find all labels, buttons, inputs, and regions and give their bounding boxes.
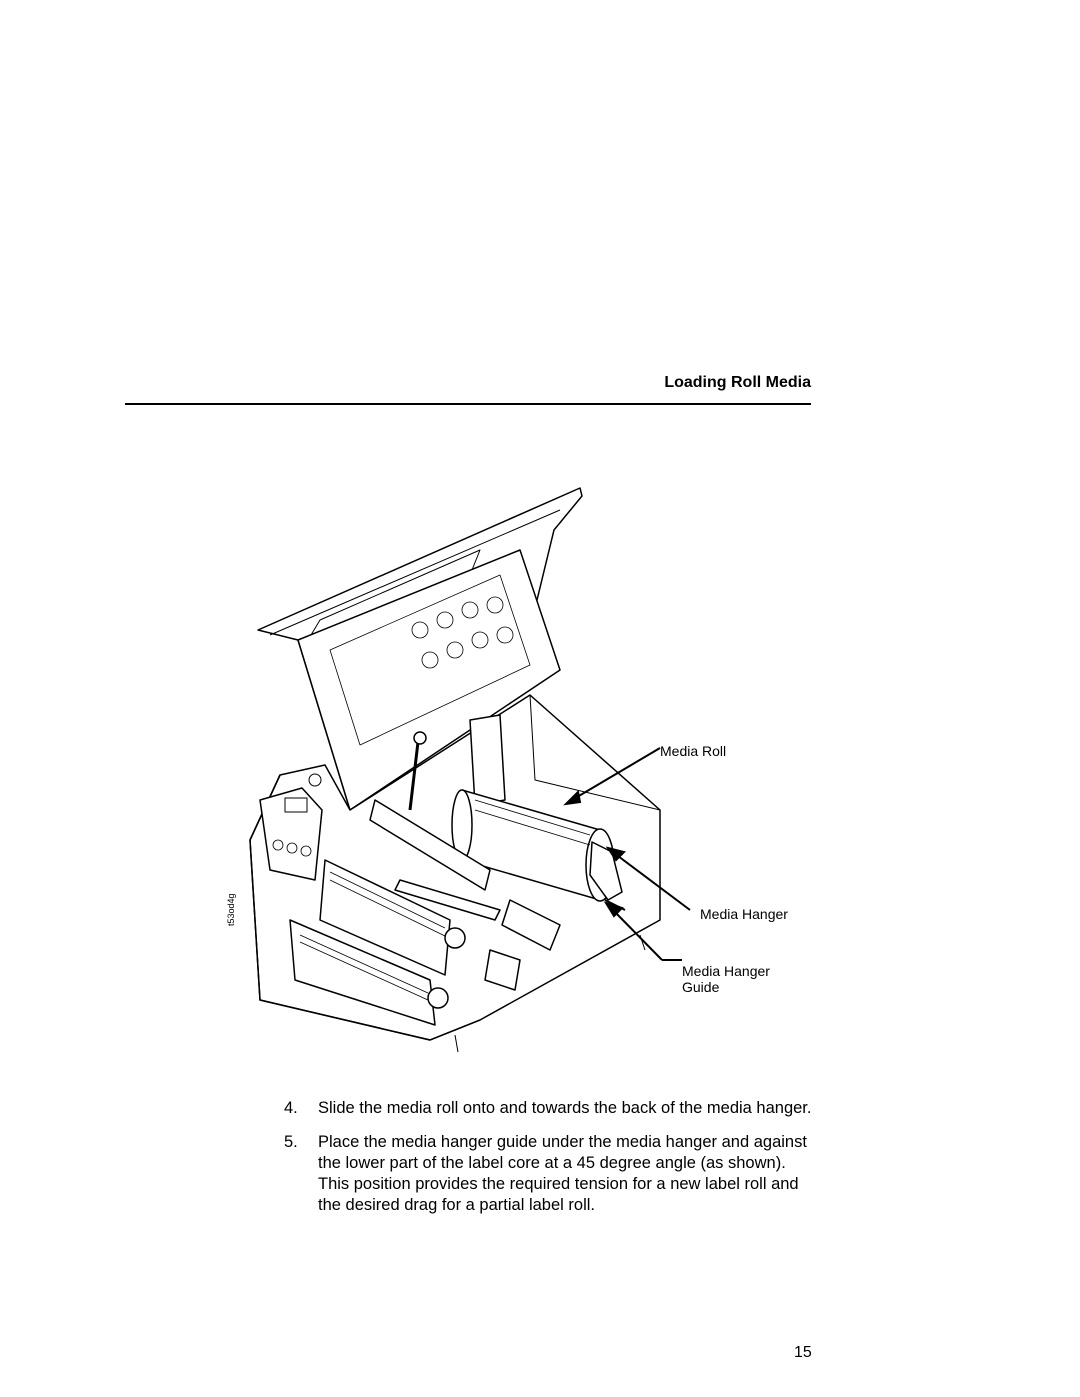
section-title: Loading Roll Media [664, 374, 811, 391]
instruction-steps: 4. Slide the media roll onto and towards… [284, 1098, 814, 1229]
callout-media-hanger-guide: Media Hanger Guide [682, 963, 770, 995]
printer-illustration [230, 480, 830, 1080]
callout-media-hanger-guide-line2: Guide [682, 979, 720, 995]
step-item: 5. Place the media hanger guide under th… [284, 1132, 814, 1216]
printer-drawing [249, 487, 691, 1053]
callout-media-hanger-guide-line1: Media Hanger [682, 963, 770, 979]
section-header: Loading Roll Media [125, 372, 811, 405]
step-number: 4. [284, 1099, 298, 1117]
step-number: 5. [284, 1133, 298, 1151]
callout-media-roll: Media Roll [660, 743, 727, 759]
step-item: 4. Slide the media roll onto and towards… [284, 1098, 814, 1119]
step-text: Place the media hanger guide under the m… [318, 1133, 807, 1214]
step-text: Slide the media roll onto and towards th… [318, 1099, 812, 1117]
figure-code: t53od4g [226, 893, 236, 926]
page-number: 15 [794, 1344, 812, 1361]
callout-media-hanger: Media Hanger [700, 906, 788, 922]
